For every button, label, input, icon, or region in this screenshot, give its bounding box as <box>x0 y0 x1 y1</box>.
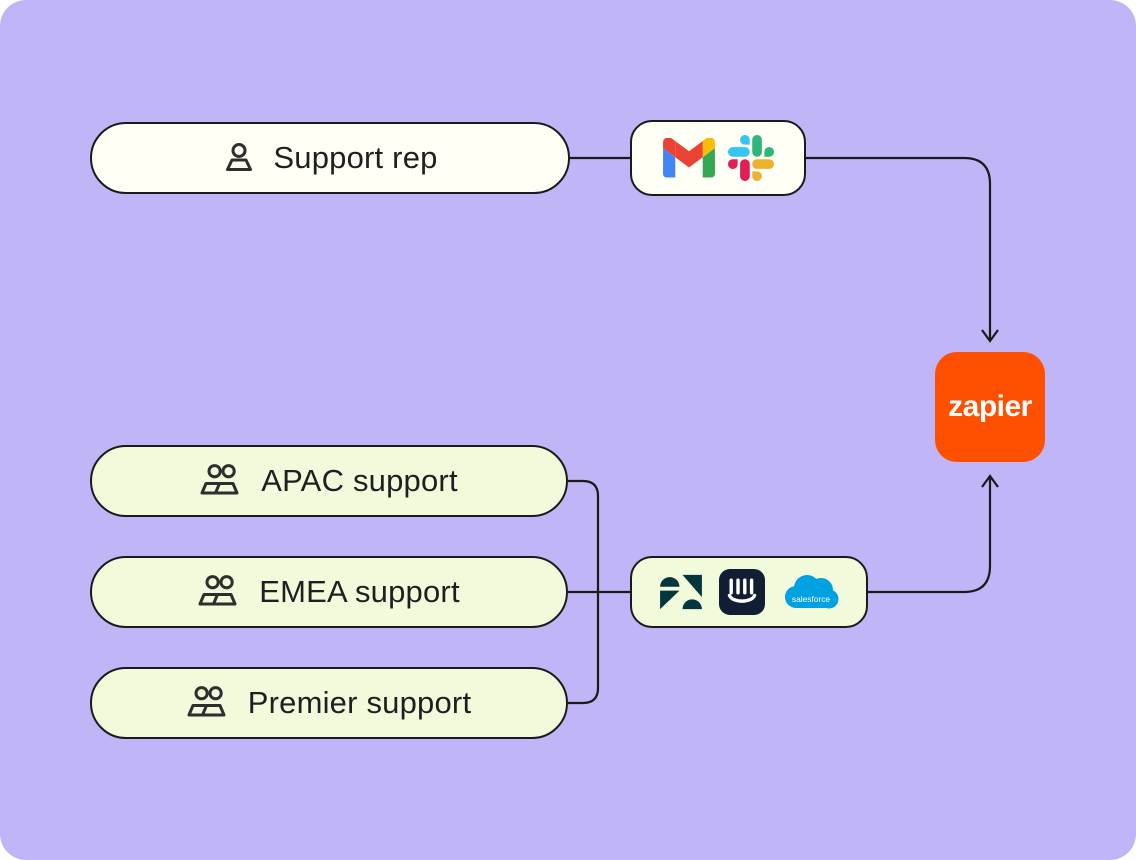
channel-apps-node <box>630 120 806 196</box>
emea-support-node: EMEA support <box>90 556 568 628</box>
zapier-logo: zapier <box>948 390 1032 423</box>
wire-helpdesk-to-zapier <box>868 477 992 594</box>
slack-icon <box>727 135 774 181</box>
person-icon <box>226 143 253 171</box>
arrowhead-up-icon <box>981 474 999 488</box>
wire-channels-to-zapier <box>806 156 992 340</box>
apac-support-label: APAC support <box>261 463 458 498</box>
zendesk-icon <box>660 574 702 610</box>
zapier-node: zapier <box>935 352 1045 462</box>
premier-support-label: Premier support <box>247 685 472 720</box>
users-icon <box>200 464 239 495</box>
support-rep-label: Support rep <box>273 140 438 175</box>
support-rep-node: Support rep <box>90 122 570 194</box>
users-icon <box>187 686 226 717</box>
premier-support-node: Premier support <box>90 667 568 739</box>
arrowhead-down-icon <box>981 329 999 343</box>
salesforce-wordmark: salesforce <box>792 594 831 604</box>
users-icon <box>198 575 237 606</box>
gmail-icon <box>662 138 715 178</box>
intercom-icon <box>719 569 765 615</box>
apac-support-node: APAC support <box>90 445 568 517</box>
emea-support-label: EMEA support <box>259 574 460 609</box>
salesforce-icon: salesforce <box>785 575 839 609</box>
helpdesk-apps-node: salesforce <box>630 556 868 628</box>
